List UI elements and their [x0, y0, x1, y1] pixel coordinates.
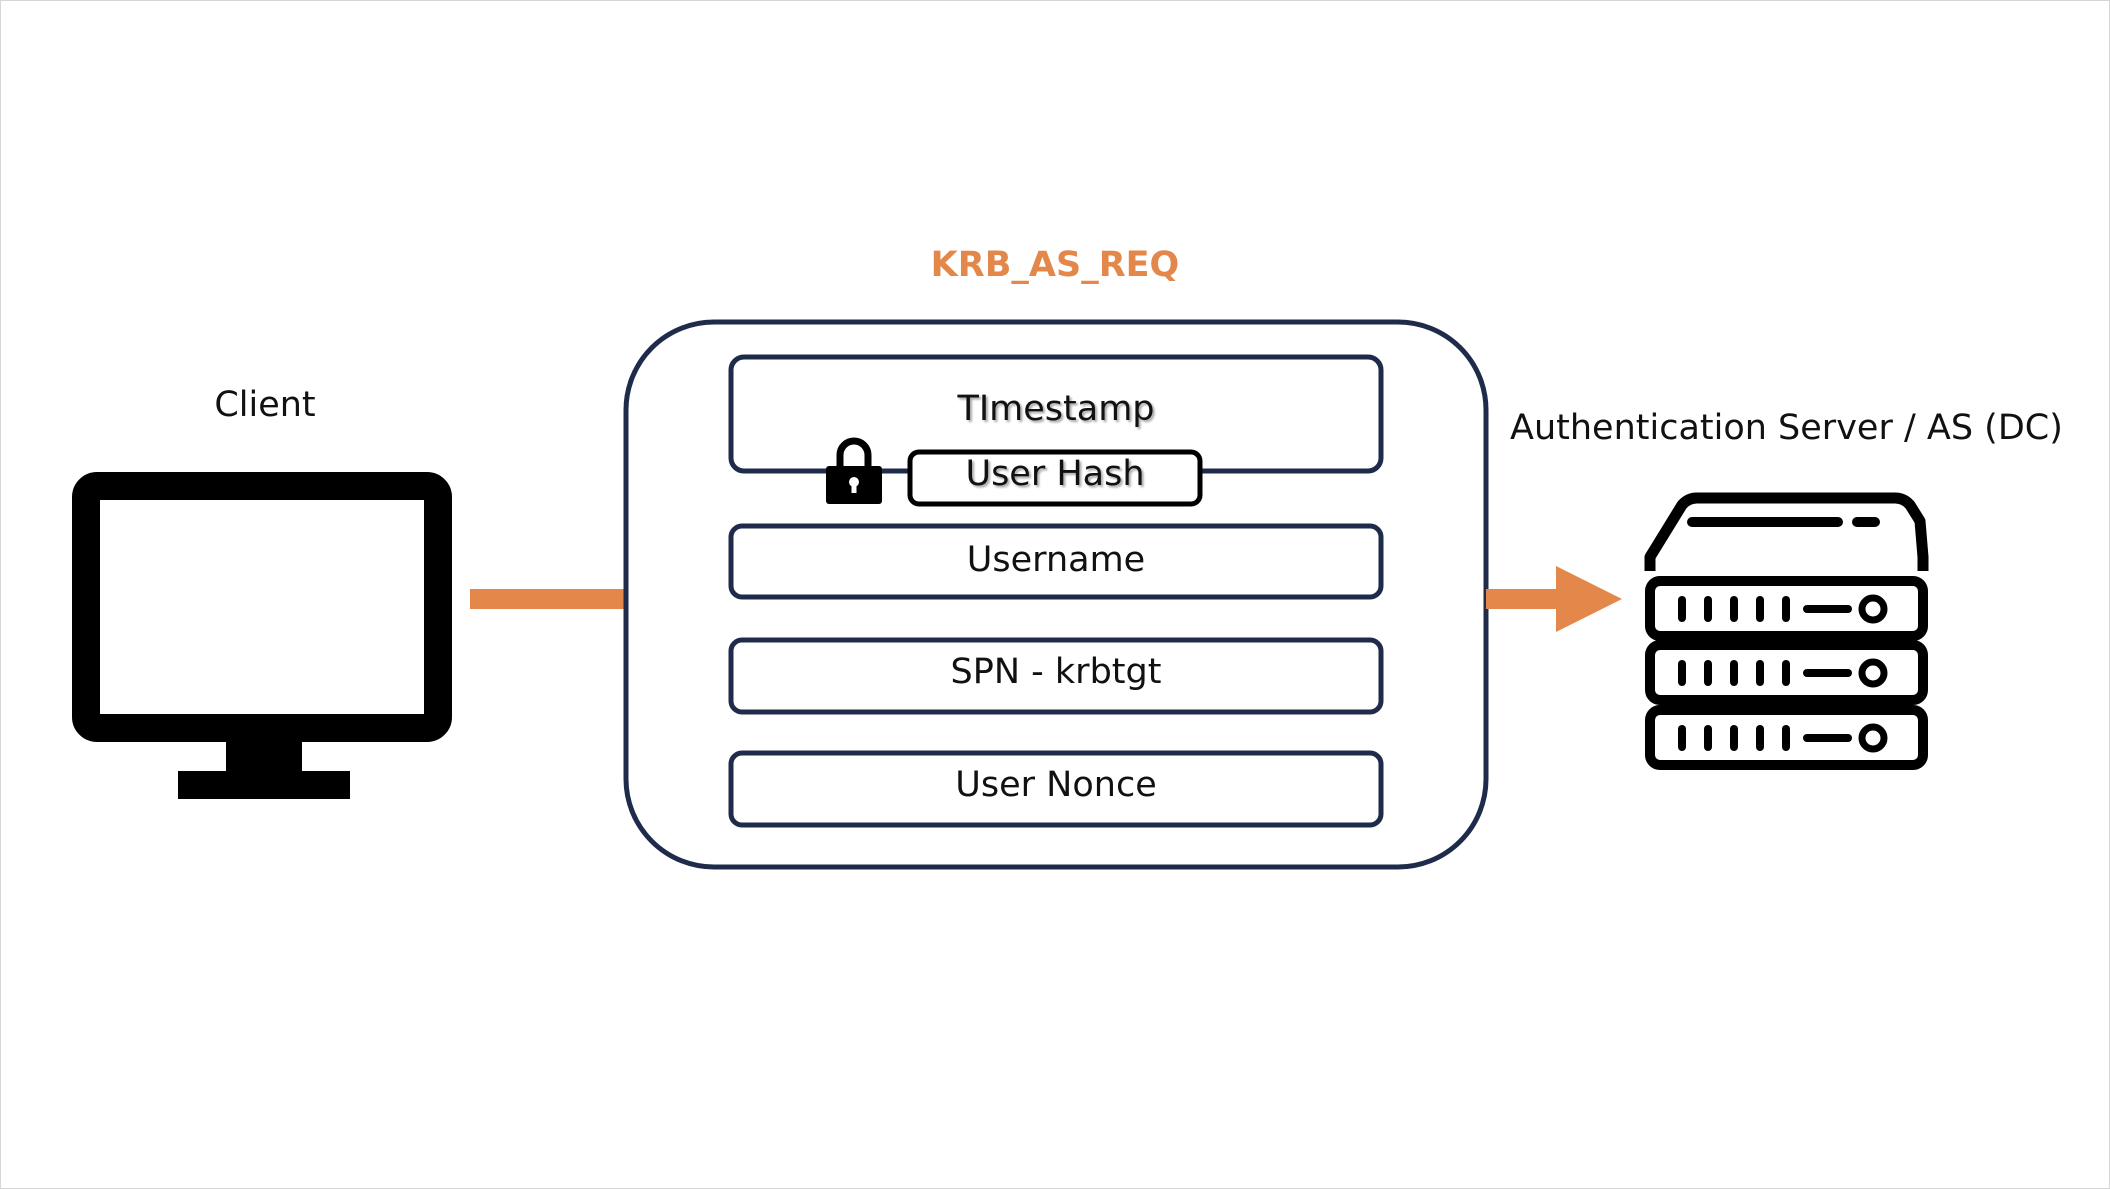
user-hash-box — [907, 449, 1203, 507]
server-label: Authentication Server / AS (DC) — [1510, 408, 2063, 448]
arrow-icon — [1486, 566, 1622, 632]
diagram-title: KRB_AS_REQ — [930, 245, 1180, 285]
user-hash-field: User Hash — [965, 454, 1145, 494]
spn-field: SPN - krbtgt — [950, 652, 1162, 692]
username-box — [728, 523, 1384, 600]
lock-icon — [826, 437, 882, 504]
nonce-field: User Nonce — [955, 765, 1157, 805]
client-label: Client — [214, 385, 316, 425]
spn-box — [728, 637, 1384, 715]
monitor-icon — [72, 472, 452, 799]
server-icon — [1644, 492, 1929, 770]
username-field: Username — [966, 540, 1146, 580]
connector-line-left — [470, 589, 626, 609]
nonce-box — [728, 750, 1384, 828]
timestamp-field: TImestamp — [957, 389, 1155, 429]
